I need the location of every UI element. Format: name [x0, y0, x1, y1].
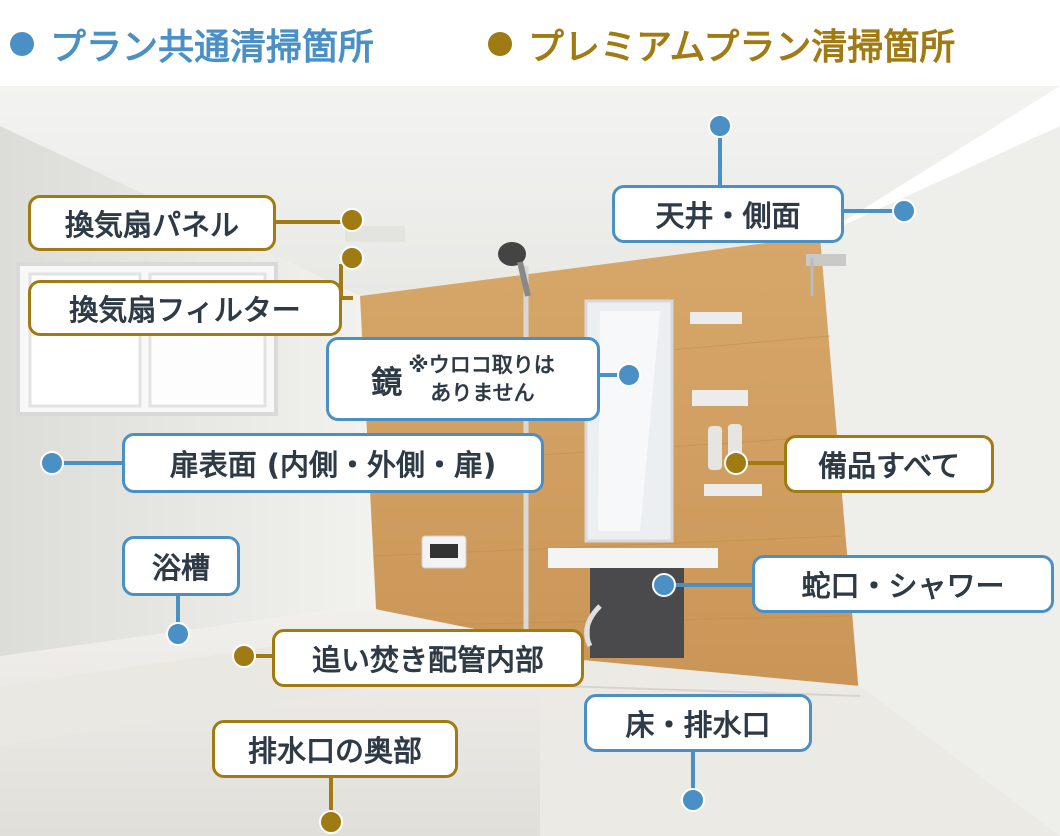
- label-drain-back: 排水口の奥部: [212, 720, 458, 778]
- floor-pin: [681, 788, 705, 812]
- label-mirror-text: 鏡: [371, 364, 403, 401]
- fan-filter-pin: [340, 246, 364, 270]
- label-drain-back-text: 排水口の奥部: [247, 734, 422, 768]
- label-fan-panel-text: 換気扇パネル: [64, 208, 239, 242]
- label-bathtub-text: 浴槽: [151, 551, 210, 585]
- drain-back-pin: [319, 810, 343, 834]
- bathtub-pin: [166, 622, 190, 646]
- legend-standard: プラン共通清掃箇所: [10, 18, 374, 70]
- label-reheat-text: 追い焚き配管内部: [311, 643, 544, 677]
- label-fan-filter-text: 換気扇フィルター: [69, 293, 301, 327]
- door-line: [62, 461, 124, 465]
- label-mirror-note-2: ありません: [430, 381, 535, 405]
- label-amenities-text: 備品すべて: [818, 449, 960, 483]
- label-faucet: 蛇口・シャワー: [752, 555, 1054, 613]
- faucet-pin: [652, 573, 676, 597]
- ceiling-line-h: [842, 209, 902, 213]
- door-pin: [40, 451, 64, 475]
- label-mirror: 鏡 ※ウロコ取りは ありません: [326, 337, 600, 421]
- fan-filter-line-h: [339, 296, 353, 300]
- legend-premium: プレミアムプラン清掃箇所: [488, 18, 955, 70]
- label-floor-text: 床・排水口: [625, 708, 771, 742]
- label-ceiling: 天井・側面: [612, 185, 844, 243]
- label-amenities: 備品すべて: [784, 435, 994, 493]
- gold-dot-icon: [488, 32, 512, 56]
- ceiling-pin-side: [892, 199, 916, 223]
- amenities-line: [746, 461, 786, 465]
- label-bathtub: 浴槽: [122, 536, 240, 596]
- ceiling-line-v: [718, 136, 722, 186]
- drain-back-line: [329, 776, 333, 816]
- label-floor: 床・排水口: [584, 694, 812, 752]
- label-fan-panel: 換気扇パネル: [28, 195, 276, 251]
- fan-panel-line: [275, 220, 353, 224]
- label-fan-filter: 換気扇フィルター: [28, 280, 342, 336]
- legend-standard-label: プラン共通清掃箇所: [50, 27, 375, 68]
- blue-dot-icon: [10, 32, 34, 56]
- label-door: 扉表面 (内側・外側・扉): [122, 433, 544, 493]
- label-faucet-text: 蛇口・シャワー: [801, 569, 1005, 603]
- bathtub-line: [176, 594, 180, 630]
- reheat-pin: [232, 644, 256, 668]
- label-reheat: 追い焚き配管内部: [272, 629, 584, 687]
- fan-panel-pin: [340, 208, 364, 232]
- label-mirror-note-1: ※ウロコ取りは: [408, 353, 555, 377]
- mirror-pin: [617, 363, 641, 387]
- label-ceiling-text: 天井・側面: [655, 199, 801, 233]
- ceiling-pin-top: [708, 114, 732, 138]
- legend-premium-label: プレミアムプラン清掃箇所: [528, 27, 956, 68]
- faucet-line: [674, 583, 754, 587]
- label-mirror-note: ※ウロコ取りは ありません: [408, 351, 554, 407]
- legend: プラン共通清掃箇所 プレミアムプラン清掃箇所: [0, 0, 1060, 86]
- label-door-text: 扉表面 (内側・外側・扉): [169, 448, 497, 482]
- reheat-line: [254, 654, 274, 658]
- floor-line: [691, 752, 695, 792]
- fan-filter-line-v: [339, 264, 343, 298]
- amenities-pin: [724, 451, 748, 475]
- mirror-line: [598, 373, 628, 377]
